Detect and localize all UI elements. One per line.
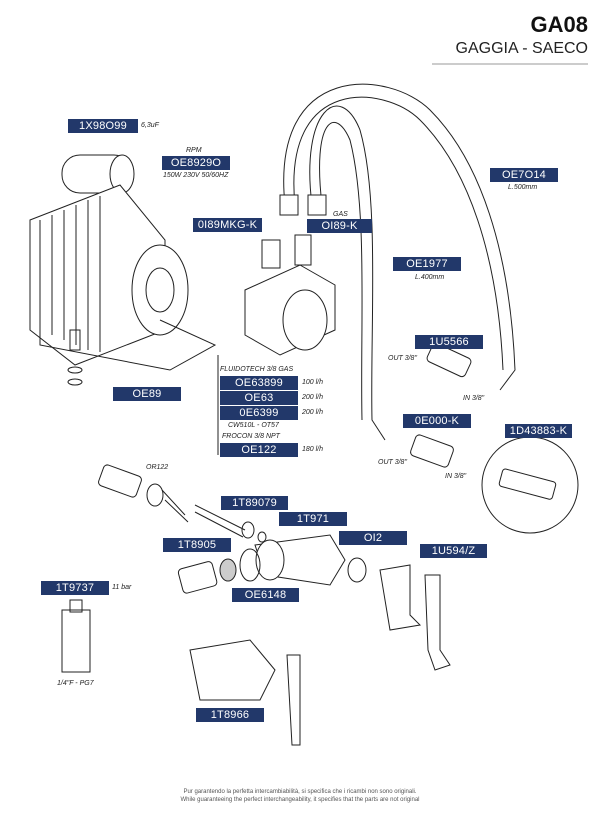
part-label-pump[interactable]: OE63899 xyxy=(220,376,298,390)
part-label-pin-kit[interactable]: 1U594/Z xyxy=(420,544,487,558)
valves-drawing xyxy=(410,342,579,534)
pump-flow: 200 l/h xyxy=(302,394,324,401)
part-label-gasket[interactable]: 1T8905 xyxy=(163,538,231,552)
part-label-filter[interactable]: OE6148 xyxy=(232,588,299,602)
check-valve-in: IN 3/8" xyxy=(463,395,485,402)
valve-kit-out: OUT 3/8" xyxy=(378,459,407,466)
procon-title: FROCON 3/8 NPT xyxy=(222,433,280,440)
pump-flow: 100 l/h xyxy=(302,379,324,386)
pressure-valve-note: 11 bar xyxy=(112,584,132,591)
part-label-tap[interactable]: 1T8966 xyxy=(196,708,264,722)
cw-note: CW510L - OT57 xyxy=(228,422,279,429)
part-label-seal-1[interactable]: 1T89079 xyxy=(221,496,288,510)
part-label-fitting-kit[interactable]: 0I89MKG-K xyxy=(193,218,262,232)
part-label-motor-clamp[interactable]: OE89 xyxy=(113,387,181,401)
fluidotech-title: FLUIDOTECH 3/8 GAS xyxy=(220,366,294,373)
pump-flow: 200 l/h xyxy=(302,409,324,416)
part-label-pump[interactable]: 0E6399 xyxy=(220,406,298,420)
motor-note-rpm: RPM xyxy=(186,147,202,154)
footer-disclaimer-en: While guaranteeing the perfect interchan… xyxy=(180,797,420,803)
pump-drawing xyxy=(217,234,336,455)
brand-name: GAGGIA - SAECO xyxy=(455,40,588,57)
part-label-valve-kit[interactable]: 0E000-K xyxy=(403,414,471,428)
header-divider xyxy=(432,63,588,65)
part-label-procon-pump[interactable]: OE122 xyxy=(220,443,298,457)
part-label-nut[interactable]: OI2 xyxy=(339,531,407,545)
part-label-hose-400[interactable]: OE1977 xyxy=(393,257,461,271)
tap-assembly-drawing xyxy=(61,464,451,746)
gas-note: GAS xyxy=(333,211,348,218)
hose-500-length: L.500mm xyxy=(508,184,538,191)
part-label-detail-kit[interactable]: 1D43883-K xyxy=(505,424,572,438)
part-label-motor[interactable]: OE8929O xyxy=(162,156,230,170)
capacitor-note: 6,3uF xyxy=(141,122,159,129)
check-valve-out: OUT 3/8" xyxy=(388,355,417,362)
procon-flow: 180 l/h xyxy=(302,446,324,453)
part-label-pressure-valve[interactable]: 1T9737 xyxy=(41,581,109,595)
footer-disclaimer-it: Pur garantendo la perfetta intercambiabi… xyxy=(183,789,417,795)
motor-note: 150W 230V 50/60HZ xyxy=(163,172,229,179)
pressure-valve-thread: 1/4"F - PG7 xyxy=(57,680,94,687)
model-code: GA08 xyxy=(530,12,588,37)
hose-400-length: L.400mm xyxy=(415,274,445,281)
part-label-seal-2[interactable]: 1T971 xyxy=(279,512,347,526)
hoses-drawing xyxy=(279,83,516,441)
part-label-check-valve[interactable]: 1U5566 xyxy=(415,335,483,349)
oring-note: OR122 xyxy=(146,464,169,471)
part-label-hose-500[interactable]: OE7O14 xyxy=(490,168,558,182)
part-label-pump[interactable]: OE63 xyxy=(220,391,298,405)
motor-drawing xyxy=(29,154,217,386)
valve-kit-in: IN 3/8" xyxy=(445,473,467,480)
part-label-gas-fitting[interactable]: OI89-K xyxy=(307,219,372,233)
part-label-capacitor[interactable]: 1X98O99 xyxy=(68,119,138,133)
